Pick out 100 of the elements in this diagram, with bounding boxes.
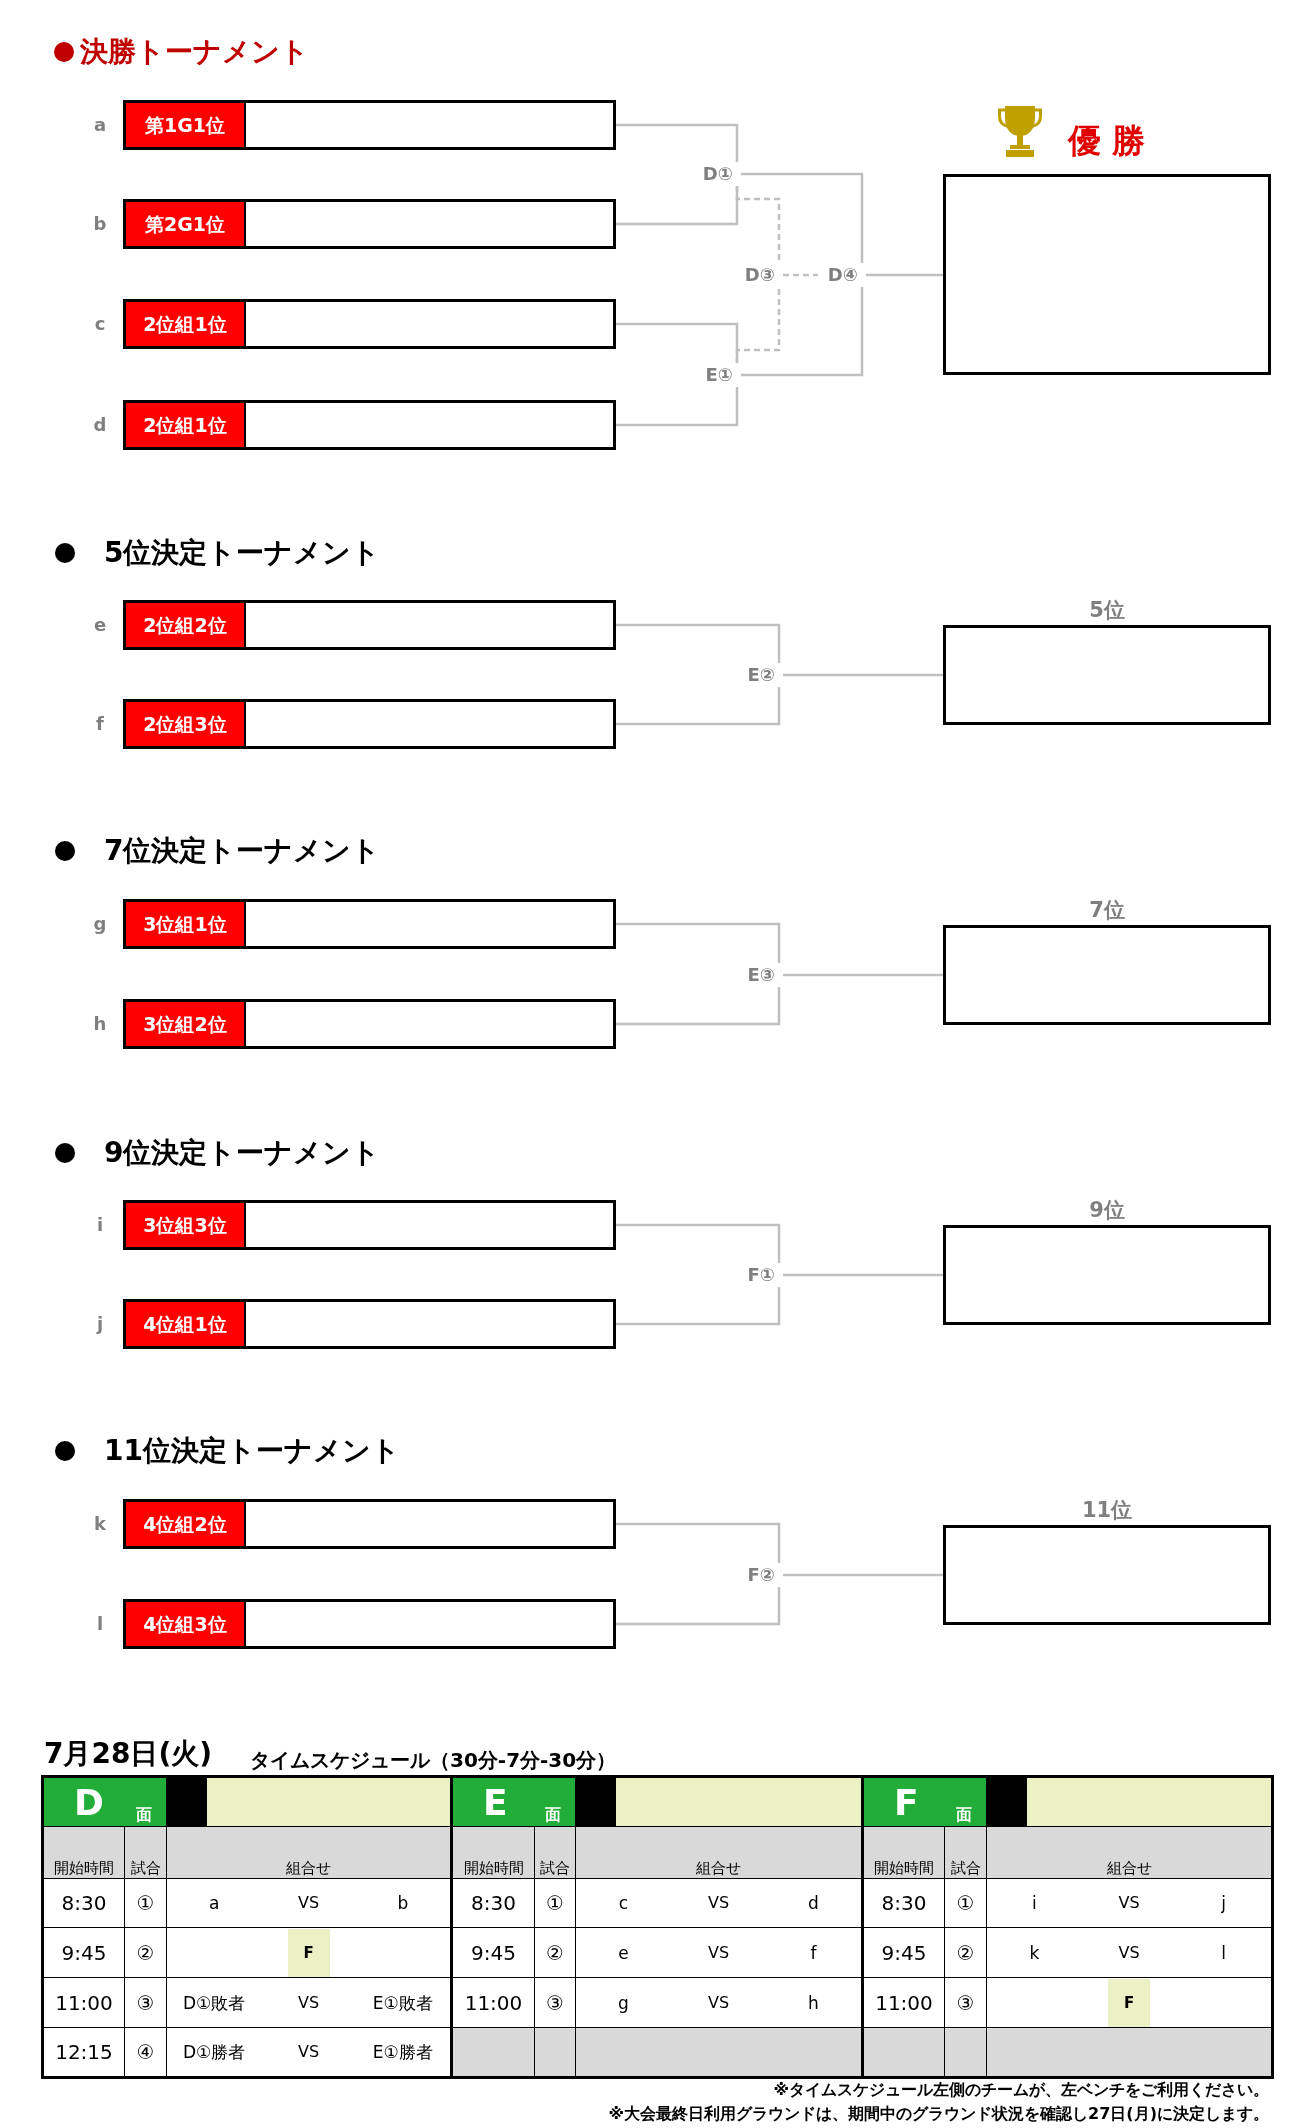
team-code: i: [1031, 1892, 1037, 1914]
column-header: 組合せ: [986, 1826, 1273, 1879]
bracket-entry: [123, 1299, 616, 1349]
seed-tag: 2位組2位: [126, 603, 246, 647]
start-time: 8:30: [862, 1878, 945, 1928]
team-code: a: [208, 1892, 220, 1914]
entry-letter: g: [92, 912, 108, 936]
match-number: ③: [944, 1977, 987, 2028]
team-code: E①勝者: [372, 2041, 433, 2063]
entry-letter: k: [93, 1512, 107, 1536]
seed-tag: 4位組3位: [126, 1602, 246, 1646]
team-code: e: [618, 1941, 629, 1964]
team-code: b: [397, 1892, 409, 1914]
match-label: E①: [694, 363, 741, 387]
start-time: 9:45: [42, 1927, 125, 1978]
bracket-line: [783, 1573, 943, 1577]
dashed-bracket-line: [783, 273, 818, 277]
team-code: j: [1221, 1892, 1226, 1914]
court-suffix: 面: [956, 1805, 972, 1825]
seed-tag: 2位組1位: [126, 403, 246, 447]
place-heading: 9位: [1089, 1197, 1125, 1223]
section-heading: 5位決定トーナメント: [104, 535, 381, 571]
match-label: E②: [736, 663, 783, 687]
court-suffix: 面: [136, 1805, 152, 1825]
bracket-entry: [123, 899, 616, 949]
seed-tag: 2位組1位: [126, 302, 246, 346]
column-header: 開始時間: [451, 1826, 535, 1879]
match-label: D③: [736, 263, 783, 287]
entry-letter: f: [95, 712, 105, 736]
match-number: ③: [124, 1977, 167, 2028]
bracket-entry: [123, 400, 616, 450]
seed-tag: 4位組1位: [126, 1302, 246, 1346]
entry-letter: d: [92, 413, 108, 437]
match-label: E③: [736, 963, 783, 987]
team-code: D①勝者: [183, 2041, 246, 2063]
seed-tag: 3位組3位: [126, 1203, 246, 1247]
bracket-entry: [123, 699, 616, 749]
footnote: ※タイムスケジュール左側のチームが、左ベンチをご利用ください。: [773, 2079, 1269, 2101]
bracket-line: [616, 1522, 781, 1563]
place-heading: 優 勝: [1068, 121, 1146, 161]
column-header: 試合: [944, 1826, 987, 1879]
entry-letter: j: [95, 1312, 105, 1336]
vs-text: VS: [1118, 1892, 1140, 1914]
team-code: l: [1221, 1941, 1226, 1964]
match-label: F②: [736, 1563, 783, 1587]
match-number: ②: [124, 1927, 167, 1978]
match-number: ③: [534, 1977, 576, 2028]
team-code: f: [810, 1941, 817, 1964]
team-code: g: [618, 1991, 629, 2014]
bracket-entry: [123, 299, 616, 349]
team-code: c: [618, 1892, 629, 1914]
team-code: d: [808, 1892, 819, 1914]
court-letter: F: [894, 1783, 919, 1823]
bracket-line: [616, 687, 781, 726]
match-number: ②: [534, 1927, 576, 1978]
bracket-line: [616, 623, 781, 663]
team-code: h: [808, 1991, 819, 2014]
team-code: k: [1029, 1941, 1040, 1964]
seed-tag: 3位組2位: [126, 1002, 246, 1046]
column-header: 試合: [124, 1826, 167, 1879]
entry-letter: h: [92, 1012, 108, 1036]
section-heading: 9位決定トーナメント: [104, 1135, 381, 1171]
court-tag: F: [287, 1928, 330, 1977]
bracket-line: [783, 1273, 943, 1277]
seed-tag: 2位組3位: [126, 702, 246, 746]
entry-letter: c: [93, 312, 107, 336]
start-time: 8:30: [451, 1878, 535, 1928]
entry-letter: e: [92, 613, 108, 637]
bracket-line: [616, 1587, 781, 1626]
column-header: 組合せ: [166, 1826, 452, 1879]
vs-text: VS: [1118, 1941, 1140, 1964]
entry-letter: b: [92, 212, 108, 236]
bracket-line: [741, 172, 864, 263]
start-time: 12:15: [42, 2027, 125, 2078]
section-heading: 7位決定トーナメント: [104, 833, 381, 869]
match-number: ①: [124, 1878, 167, 1928]
start-time: 9:45: [451, 1927, 535, 1978]
seed-tag: 第1G1位: [126, 103, 246, 147]
footnote: ※大会最終日利用グラウンドは、期間中のグラウンド状況を確認し27日(月)に決定します。: [608, 2103, 1269, 2125]
court-letter: D: [74, 1783, 104, 1823]
entry-letter: a: [92, 113, 108, 137]
place-heading: 7位: [1089, 897, 1125, 923]
start-time: 8:30: [42, 1878, 125, 1928]
bracket-entry: [123, 1599, 616, 1649]
bracket-line: [616, 123, 739, 162]
seed-tag: 4位組2位: [126, 1502, 246, 1546]
court-suffix: 面: [545, 1805, 561, 1825]
bracket-line: [616, 922, 781, 963]
start-time: 9:45: [862, 1927, 945, 1978]
bracket-entry: [123, 600, 616, 650]
date-heading: 7月28日(火): [44, 1736, 213, 1772]
entry-letter: l: [95, 1612, 105, 1636]
vs-text: VS: [297, 1892, 320, 1914]
bracket-entry: [123, 1200, 616, 1250]
place-heading: 5位: [1089, 597, 1125, 623]
bracket-entry: [123, 1499, 616, 1549]
match-number: ①: [534, 1878, 576, 1928]
bracket-line: [741, 287, 864, 377]
match-label: D④: [818, 263, 866, 287]
vs-text: VS: [297, 2041, 320, 2063]
